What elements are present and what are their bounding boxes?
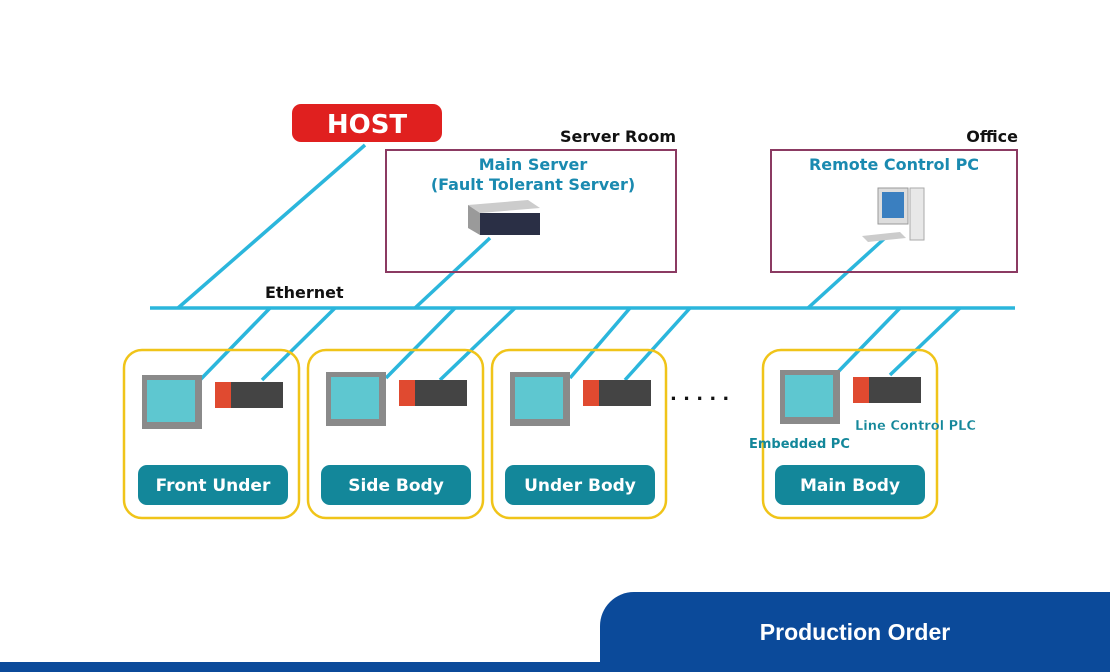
station-link	[833, 306, 902, 377]
server-room-title: Server Room	[560, 127, 676, 146]
station-front-under: Front Under	[122, 348, 301, 520]
office-box	[770, 149, 1018, 273]
station-link	[888, 306, 962, 377]
desktop-pc-icon	[862, 187, 925, 242]
remote-pc-label: Remote Control PC	[809, 155, 979, 174]
station-link	[623, 306, 692, 382]
ethernet-label: Ethernet	[265, 283, 344, 302]
host-badge	[292, 104, 442, 142]
station-label: Under Body	[524, 476, 636, 496]
production-order-banner: Production Order	[600, 592, 1110, 672]
station-side-body: Side Body	[306, 348, 485, 520]
station-button	[775, 465, 925, 505]
server-icon	[468, 200, 540, 235]
station-link	[568, 306, 632, 380]
ellipsis: . . . . .	[670, 384, 729, 405]
banner-label: Production Order	[759, 618, 951, 645]
station-label: Main Body	[800, 476, 900, 496]
station-link	[260, 306, 337, 382]
host-label: HOST	[327, 110, 408, 140]
server-room-box	[385, 149, 677, 273]
station-link	[384, 306, 457, 380]
plc-label: Line Control PLC	[855, 419, 976, 434]
host-link	[176, 143, 367, 310]
banner-strip	[0, 662, 620, 672]
station-label: Front Under	[156, 476, 271, 496]
station-button	[138, 465, 288, 505]
main-server-sub: (Fault Tolerant Server)	[431, 175, 635, 194]
office-title: Office	[966, 127, 1018, 146]
station-label: Side Body	[348, 476, 444, 496]
station-main-body: Line Control PLC Embedded PC Main Body	[749, 348, 976, 520]
station-link	[438, 306, 517, 382]
embedded-pc-label: Embedded PC	[749, 437, 850, 452]
station-button	[321, 465, 471, 505]
station-link	[198, 306, 272, 382]
main-server-label: Main Server	[479, 155, 588, 174]
station-button	[505, 465, 655, 505]
station-under-body: Under Body	[490, 348, 668, 520]
